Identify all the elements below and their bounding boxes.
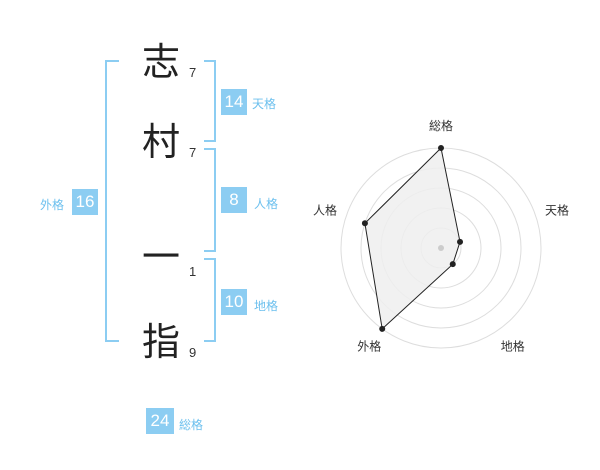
chikaku-value: 10 (221, 289, 247, 315)
soukaku-label: 総格 (179, 418, 204, 432)
radar-points (361, 145, 464, 332)
radar-point-3 (379, 325, 386, 332)
radar-axis-label-1: 天格 (545, 202, 569, 217)
chikaku-label: 地格 (254, 299, 279, 313)
radar-point-0 (438, 145, 444, 151)
name-char-1: 志 (141, 40, 180, 84)
tenkaku-value: 14 (221, 89, 247, 115)
stroke-count-4: 9 (189, 345, 197, 360)
radar-polygon (364, 146, 461, 330)
stroke-count-2: 7 (189, 145, 197, 160)
radar-center-dot (438, 245, 444, 251)
jinkaku-bracket (204, 148, 216, 252)
tenkaku-bracket (204, 60, 216, 142)
jinkaku-value: 8 (221, 187, 247, 213)
name-char-4: 指 (141, 320, 180, 364)
gaikaku-value: 16 (72, 189, 98, 215)
radar-axis-label-3: 外格 (357, 339, 381, 354)
radar-point-4 (361, 220, 368, 227)
name-char-3: 一 (141, 235, 180, 279)
stroke-count-3: 1 (189, 264, 197, 279)
radar-point-1 (457, 238, 464, 245)
chikaku-bracket (204, 258, 216, 342)
radar-axis-label-2: 地格 (501, 339, 525, 354)
jinkaku-label: 人格 (254, 197, 279, 211)
soukaku-value: 24 (146, 408, 174, 434)
radar-axis-label-4: 人格 (313, 202, 337, 217)
tenkaku-label: 天格 (252, 97, 277, 111)
radar-point-2 (449, 261, 456, 268)
gaikaku-label: 外格 (40, 198, 65, 212)
stroke-count-1: 7 (189, 65, 197, 80)
name-char-2: 村 (141, 120, 180, 164)
radar-axis-label-0: 総格 (429, 118, 453, 133)
gaikaku-bracket (105, 60, 119, 342)
